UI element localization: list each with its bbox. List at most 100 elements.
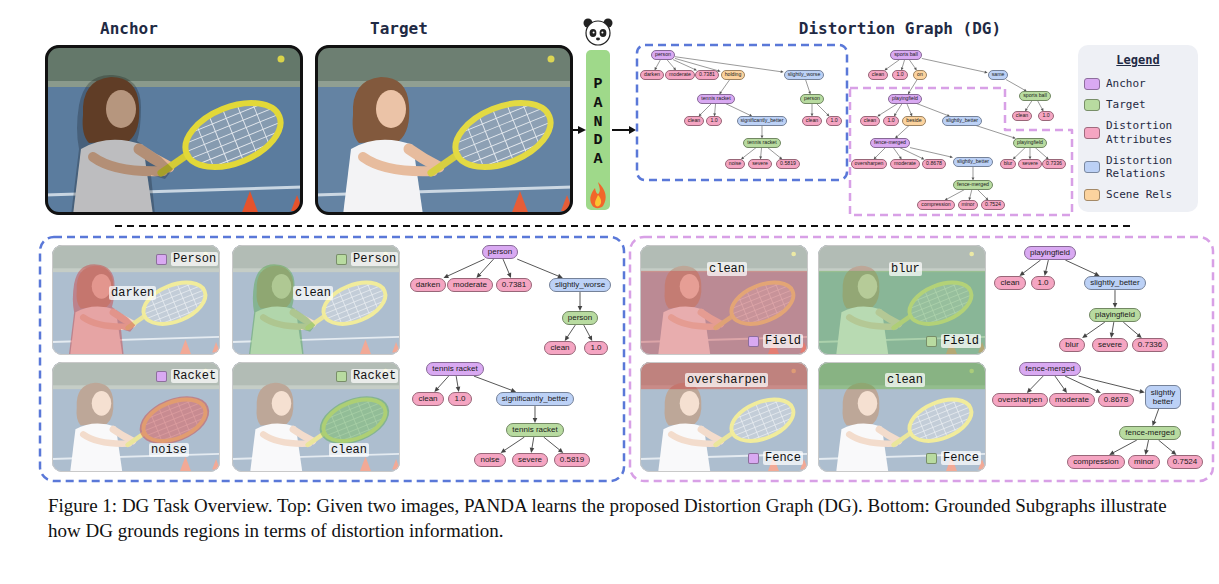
- graph-edge: [1038, 101, 1044, 112]
- edge-line: [544, 437, 560, 450]
- node-label: slightly better: [1151, 388, 1175, 406]
- graph-node: significantly_better: [737, 116, 788, 125]
- graph-node: blur: [1059, 338, 1084, 352]
- node-label: darken: [644, 72, 660, 78]
- graph-edge: [1123, 322, 1141, 338]
- edge-line: [1146, 440, 1148, 450]
- edge-line: [895, 104, 902, 115]
- graph-node: minor: [1128, 455, 1160, 469]
- edge-line: [760, 148, 762, 157]
- graph-edge: [910, 148, 953, 159]
- node-label: tennis racket: [432, 364, 477, 373]
- graph-node: 1.0: [706, 116, 721, 125]
- edge-line: [1026, 101, 1032, 110]
- graph-edge: [894, 104, 902, 117]
- edge-line: [503, 259, 509, 274]
- node-label: clean: [688, 118, 700, 124]
- graph-edge: [1025, 101, 1032, 112]
- edge-line: [700, 104, 711, 115]
- edge-line: [1112, 322, 1114, 333]
- graph-node: 1.0: [892, 70, 907, 79]
- input-image: Target: [315, 45, 573, 215]
- node-label: 0.7381: [502, 280, 526, 289]
- region-name: Fence: [941, 451, 981, 465]
- edge-line: [1046, 260, 1049, 271]
- graph-node: sports ball: [890, 50, 922, 59]
- distortion-type: clean: [885, 373, 925, 387]
- graph-node: clean: [412, 392, 443, 406]
- edge-line: [580, 292, 581, 306]
- legend-box: LegendAnchorTargetDistortion AttributesD…: [1078, 45, 1198, 212]
- graph-node: holding: [721, 70, 746, 79]
- dg-frame-pink: [850, 88, 1072, 215]
- graph-edge: [759, 148, 762, 160]
- graph-node: clean: [544, 341, 575, 355]
- graph-node: playingfield: [888, 94, 922, 103]
- region-swatch: [748, 336, 759, 347]
- edge-line: [880, 104, 898, 115]
- legend-row: Distortion Relations: [1084, 154, 1192, 180]
- graph-node: clean: [860, 116, 880, 125]
- node-label: 0.7336: [1046, 161, 1062, 167]
- region-name: Racket: [351, 369, 398, 383]
- graph-edge: [768, 148, 783, 160]
- graph-edge: [900, 148, 925, 160]
- graph-node: 1.0: [1031, 276, 1054, 290]
- graph-node: clean: [1012, 111, 1032, 120]
- edge-line: [907, 104, 911, 114]
- node-label: slightly_worse: [788, 72, 821, 78]
- edge-line: [726, 104, 750, 116]
- node-label: playingfield: [1030, 248, 1070, 257]
- graph-node: slightly_better: [953, 157, 993, 166]
- node-label: severe: [1098, 340, 1122, 349]
- graph-node: sports ball: [1019, 91, 1051, 100]
- graph-node: moderate: [665, 70, 695, 79]
- node-label: 1.0: [896, 72, 903, 78]
- graph-edge: [1082, 322, 1105, 338]
- graph-node: tennis racket: [506, 423, 563, 437]
- graph-node: fence-merged: [1019, 362, 1080, 376]
- graph-edge: [1065, 376, 1101, 393]
- graph-edge: [1019, 260, 1040, 276]
- graph-edge: [817, 104, 830, 117]
- tile-photo: [640, 362, 808, 472]
- node-label: 1.0: [1037, 278, 1048, 287]
- legend-swatch: [1084, 127, 1100, 139]
- node-label: tennis racket: [747, 140, 776, 146]
- edge-line: [1029, 148, 1030, 157]
- region-swatch: [926, 453, 937, 464]
- arrowhead: [1139, 389, 1144, 393]
- graph-node: 0.7524: [981, 200, 1005, 209]
- graph-node: moderate: [1049, 393, 1095, 407]
- graph-node: blur: [1000, 159, 1017, 168]
- graph-node: 0.8678: [1098, 393, 1134, 407]
- legend-label: Scene Rels: [1106, 188, 1172, 201]
- graph-edge: [944, 190, 964, 201]
- edge-line: [1030, 376, 1043, 390]
- node-label: slightly_better: [946, 118, 978, 124]
- graph-node: slightly_worse: [784, 70, 825, 79]
- edge-line: [947, 190, 965, 200]
- graph-edge: [1065, 260, 1099, 276]
- arrowhead: [443, 274, 449, 278]
- graph-node: fence-merged: [953, 180, 993, 189]
- node-label: 0.5819: [780, 161, 796, 167]
- arrowhead: [1082, 333, 1087, 338]
- graph-node: clean: [802, 116, 822, 125]
- panel-heading: Distortion Graph (DG): [799, 19, 1001, 38]
- edge-line: [573, 129, 579, 131]
- tile-photo: [818, 362, 986, 472]
- graph-node: compression: [917, 200, 954, 209]
- image-heading: Anchor: [100, 19, 158, 38]
- edge-line: [567, 325, 575, 337]
- node-label: 1.0: [710, 118, 717, 124]
- graph-edge: [530, 437, 535, 453]
- arrowhead: [501, 448, 506, 453]
- edge-line: [902, 60, 904, 68]
- node-label: sports ball: [894, 52, 918, 58]
- node-label: slightly_worse: [555, 280, 605, 289]
- edge-line: [534, 406, 535, 418]
- node-label: darken: [416, 280, 440, 289]
- node-label: tennis racket: [512, 425, 557, 434]
- graph-edge: [917, 104, 950, 117]
